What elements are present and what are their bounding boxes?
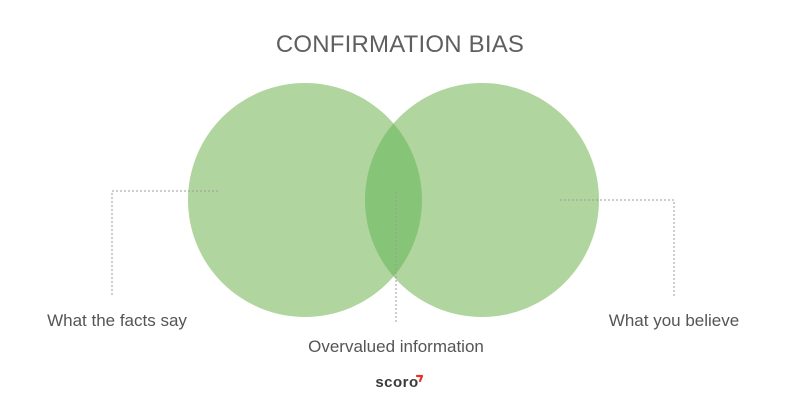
belief-leader-line [560,199,675,296]
belief-circle [365,83,599,317]
facts-label: What the facts say [47,311,187,330]
facts-circle [188,83,422,317]
overlap-label: Overvalued information [308,337,484,356]
belief-label: What you believe [609,311,739,330]
logo-mark-icon [415,374,424,383]
logo-wordmark: scoro [375,374,418,391]
scoro-logo: scoro [375,374,424,391]
diagram-title: CONFIRMATION BIAS [276,31,524,58]
facts-leader-line [111,190,218,296]
